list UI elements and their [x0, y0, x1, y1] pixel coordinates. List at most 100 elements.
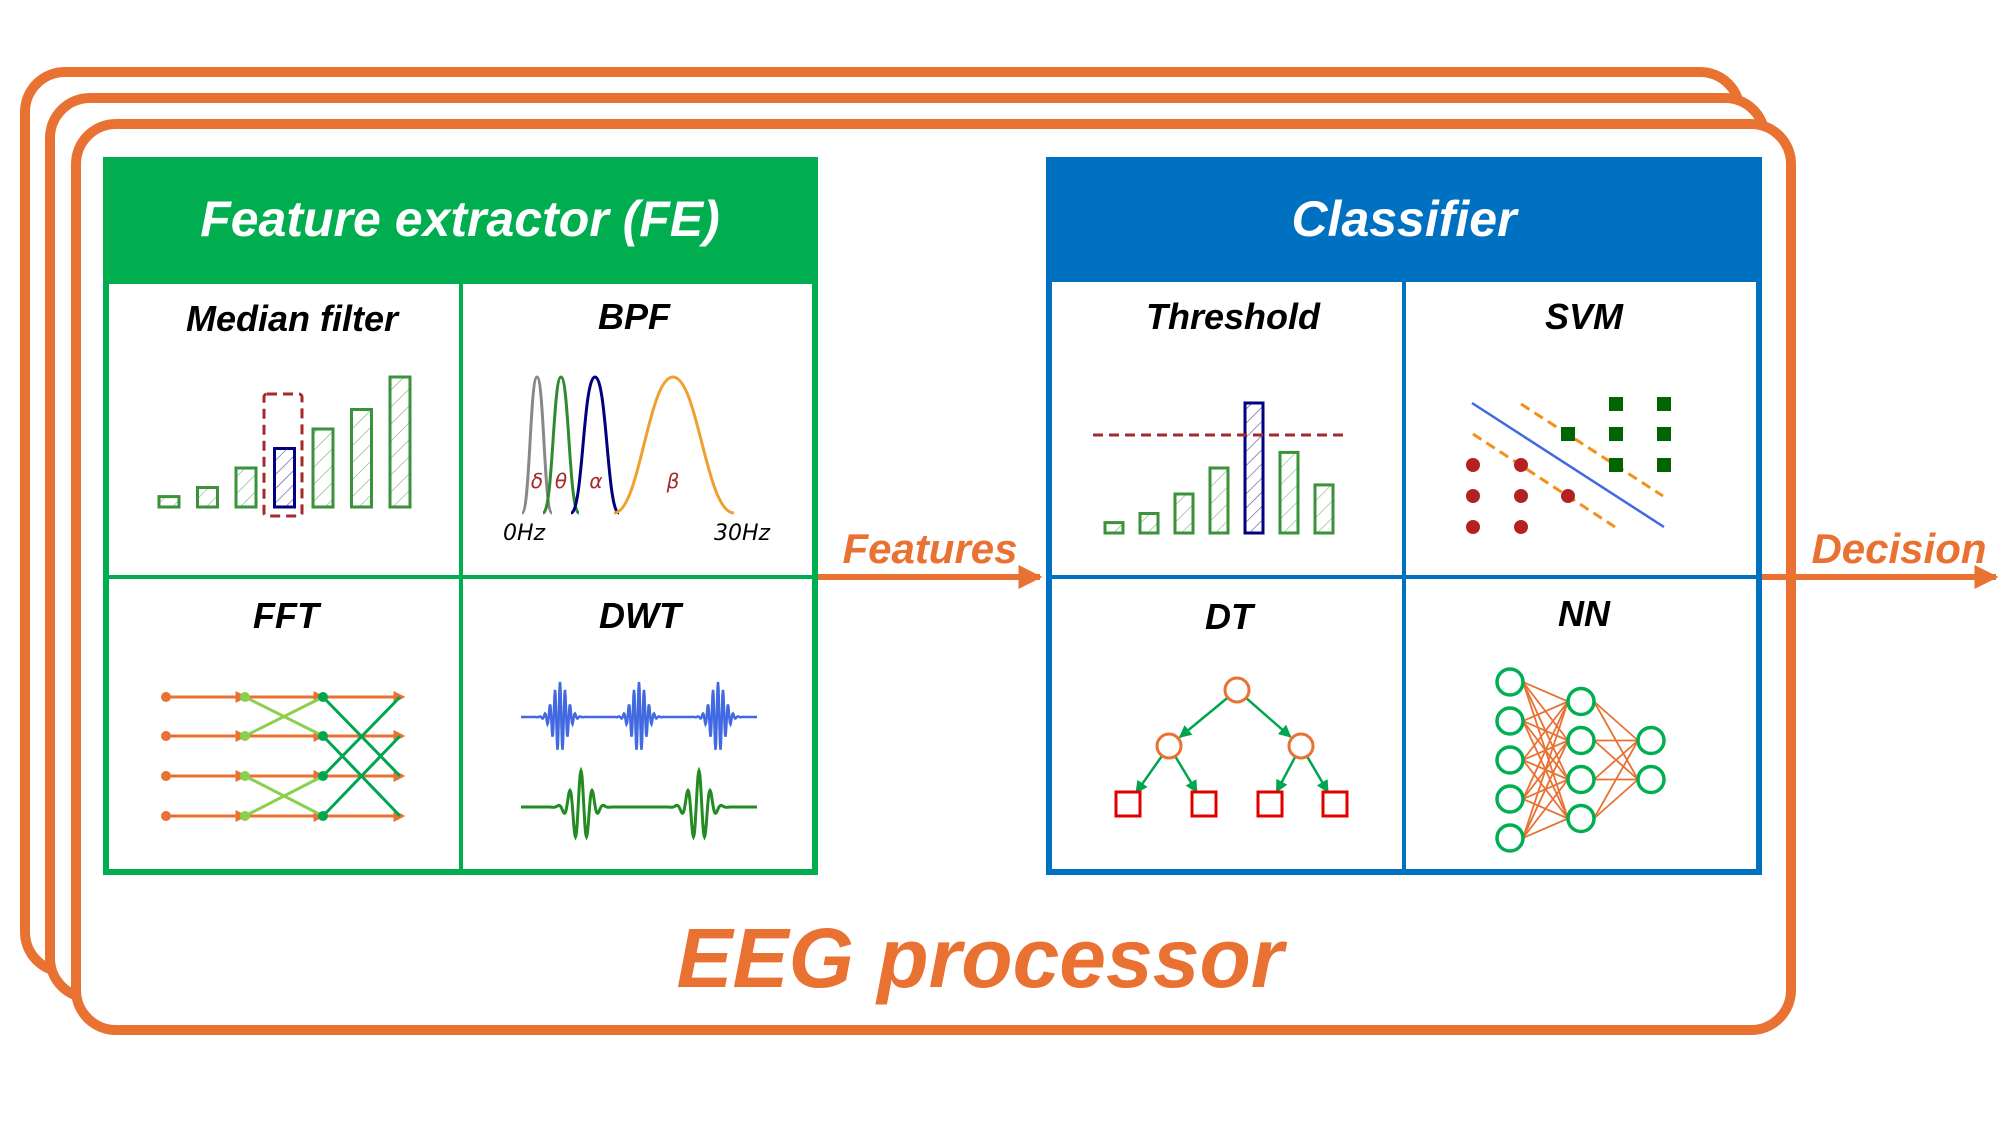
- nn-connection: [1522, 817, 1569, 839]
- median-bar: [273, 447, 296, 509]
- classifier-cell-svm: SVM: [1466, 296, 1671, 534]
- dt-decision-node: [1223, 676, 1251, 704]
- classifier-cell-nn: NN: [1495, 593, 1666, 853]
- fft-stage2-node: [318, 771, 328, 781]
- fft-butterfly-graph: [161, 691, 406, 822]
- threshold-bar: [1138, 512, 1160, 535]
- median-bar: [388, 375, 412, 509]
- decision-label: Decision: [1811, 525, 1986, 572]
- threshold-bar: [1243, 401, 1265, 535]
- svm-class-b-point: [1466, 520, 1480, 534]
- svm-class-b-point: [1514, 489, 1528, 503]
- threshold-bar: [1278, 450, 1300, 535]
- dt-leaf-node: [1190, 790, 1218, 818]
- cell-label: Threshold: [1146, 296, 1321, 337]
- threshold-bar: [1313, 483, 1335, 535]
- nn-connection: [1593, 778, 1639, 820]
- dt-edge: [1245, 697, 1292, 738]
- nn-connection: [1522, 700, 1569, 761]
- nn-neuron: [1495, 745, 1525, 775]
- svm-hyperplane: [1471, 401, 1665, 529]
- classifier-cell-threshold: Threshold: [1093, 296, 1344, 535]
- dwt-detail-wavelet: [521, 681, 757, 750]
- features-label: Features: [842, 525, 1017, 572]
- dt-leaf-node: [1256, 790, 1284, 818]
- cell-label: BPF: [598, 296, 671, 337]
- threshold-bar: [1103, 521, 1125, 535]
- nn-connection: [1522, 778, 1569, 839]
- median-bar: [196, 486, 219, 509]
- median-bar: [350, 408, 373, 509]
- classifier-block: Classifier Threshold SVM DT NN: [1046, 157, 1762, 875]
- fft-input-node: [161, 692, 171, 702]
- nn-neuron: [1495, 823, 1525, 853]
- fe-title: Feature extractor (FE): [200, 191, 720, 247]
- fe-header: [103, 160, 818, 284]
- fft-stage1-node: [240, 771, 250, 781]
- feature-extractor-block: Feature extractor (FE) Median filter BPF…: [103, 157, 818, 875]
- fe-cell-median-filter: Median filter: [157, 298, 412, 518]
- svm-class-a-point: [1609, 397, 1623, 411]
- svm-margin-upper: [1520, 402, 1664, 498]
- nn-neuron: [1566, 725, 1596, 756]
- nn-connection: [1522, 681, 1569, 703]
- svm-plot: [1466, 397, 1671, 534]
- classifier-header: [1046, 160, 1762, 282]
- svm-class-a-point: [1657, 427, 1671, 441]
- dt-decision-node: [1155, 732, 1183, 760]
- dt-edge: [1135, 755, 1163, 794]
- svm-class-b-point: [1466, 489, 1480, 503]
- bpf-beta-curve: [613, 375, 735, 515]
- decision-arrow: Decision: [1762, 525, 1999, 589]
- fft-stage2-node: [318, 731, 328, 741]
- features-arrow: Features: [818, 525, 1043, 589]
- fft-stage1-node: [240, 811, 250, 821]
- fft-stage1-cross: [244, 695, 324, 738]
- dt-edge: [1275, 756, 1296, 793]
- nn-connection: [1522, 740, 1569, 839]
- fft-stage2-cross: [321, 734, 402, 818]
- fft-stage2-node: [318, 811, 328, 821]
- bpf-beta-label: β: [666, 469, 680, 493]
- nn-neuron: [1495, 784, 1525, 814]
- dt-edge: [1178, 697, 1228, 739]
- cell-label: FFT: [253, 595, 322, 636]
- nn-neuron: [1636, 764, 1666, 795]
- svm-class-a-point: [1609, 427, 1623, 441]
- nn-neuron: [1495, 667, 1525, 697]
- fft-stage1-node: [240, 692, 250, 702]
- dwt-approx-wavelet: [521, 766, 757, 841]
- svm-class-b-point: [1561, 489, 1575, 503]
- fft-input-node: [161, 731, 171, 741]
- cell-label: DT: [1205, 596, 1256, 637]
- fft-stage2-node: [318, 692, 328, 702]
- nn-neuron: [1566, 803, 1596, 834]
- decision-tree: [1114, 676, 1349, 818]
- svm-margin-lower: [1472, 432, 1616, 529]
- fe-cell-fft: FFT: [161, 595, 406, 822]
- median-window-dashed-box: [262, 392, 304, 518]
- nn-connection: [1522, 701, 1569, 800]
- bpf-delta-label: δ: [531, 469, 543, 493]
- svm-class-a-point: [1609, 458, 1623, 472]
- dt-edge: [1306, 756, 1329, 794]
- dt-leaf-node: [1321, 790, 1349, 818]
- bpf-alpha-label: α: [589, 469, 602, 493]
- fft-input-node: [161, 811, 171, 821]
- dt-edge: [1174, 756, 1198, 794]
- fft-stage2-cross: [321, 695, 402, 778]
- nn-connection: [1522, 700, 1569, 722]
- classifier-title: Classifier: [1291, 191, 1519, 247]
- nn-neuron: [1566, 764, 1596, 795]
- cell-label: SVM: [1545, 296, 1624, 337]
- bpf-theta-curve: [541, 375, 581, 515]
- svm-class-a-point: [1657, 397, 1671, 411]
- dt-leaf-node: [1114, 790, 1142, 818]
- bpf-alpha-curve: [569, 375, 621, 515]
- svm-class-a-point: [1561, 427, 1575, 441]
- nn-connection: [1593, 700, 1639, 742]
- processor-title: EEG processor: [677, 911, 1288, 1005]
- nn-connection: [1522, 701, 1569, 839]
- svm-class-b-point: [1514, 458, 1528, 472]
